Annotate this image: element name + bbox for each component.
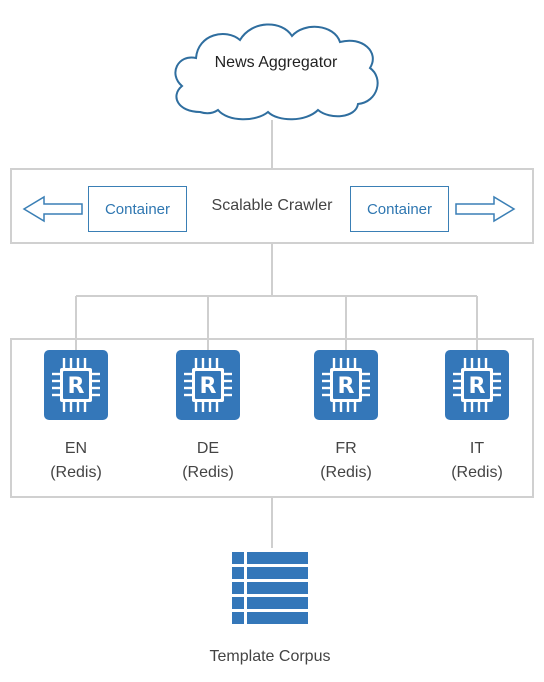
redis-chip-icon: R (314, 350, 378, 420)
redis-chip-icon: R (176, 350, 240, 420)
db-it-type: (Redis) (451, 464, 503, 481)
container-right-label: Container (366, 200, 433, 218)
svg-text:R: R (469, 374, 486, 399)
redis-chip-icon: R (44, 350, 108, 420)
db-de-type: (Redis) (182, 464, 234, 481)
container-left-label: Container (104, 200, 171, 218)
db-fr: R (314, 350, 378, 425)
svg-text:R: R (68, 374, 85, 399)
redis-chip-icon: R (445, 350, 509, 420)
databases-box (10, 338, 534, 498)
db-it: R (445, 350, 509, 425)
db-en-type: (Redis) (50, 464, 102, 481)
db-it-lang: IT (469, 440, 485, 457)
db-en: R (44, 350, 108, 425)
db-de: R (176, 350, 240, 425)
crawler-title: Scalable Crawler (211, 197, 333, 214)
db-de-lang: DE (196, 440, 220, 457)
container-left: Container (88, 186, 187, 232)
db-fr-type: (Redis) (320, 464, 372, 481)
db-fr-lang: FR (335, 440, 357, 457)
cloud-shape (174, 23, 379, 121)
crawler-box (10, 168, 534, 244)
arrow-left-icon (22, 195, 83, 223)
container-right: Container (350, 186, 449, 232)
svg-text:R: R (338, 374, 355, 399)
db-en-lang: EN (64, 440, 88, 457)
svg-text:R: R (200, 374, 217, 399)
template-corpus-label: Template Corpus (209, 648, 331, 665)
list-stack-icon (232, 552, 308, 624)
arrow-right-icon (455, 195, 516, 223)
news-aggregator-label: News Aggregator (214, 54, 338, 71)
